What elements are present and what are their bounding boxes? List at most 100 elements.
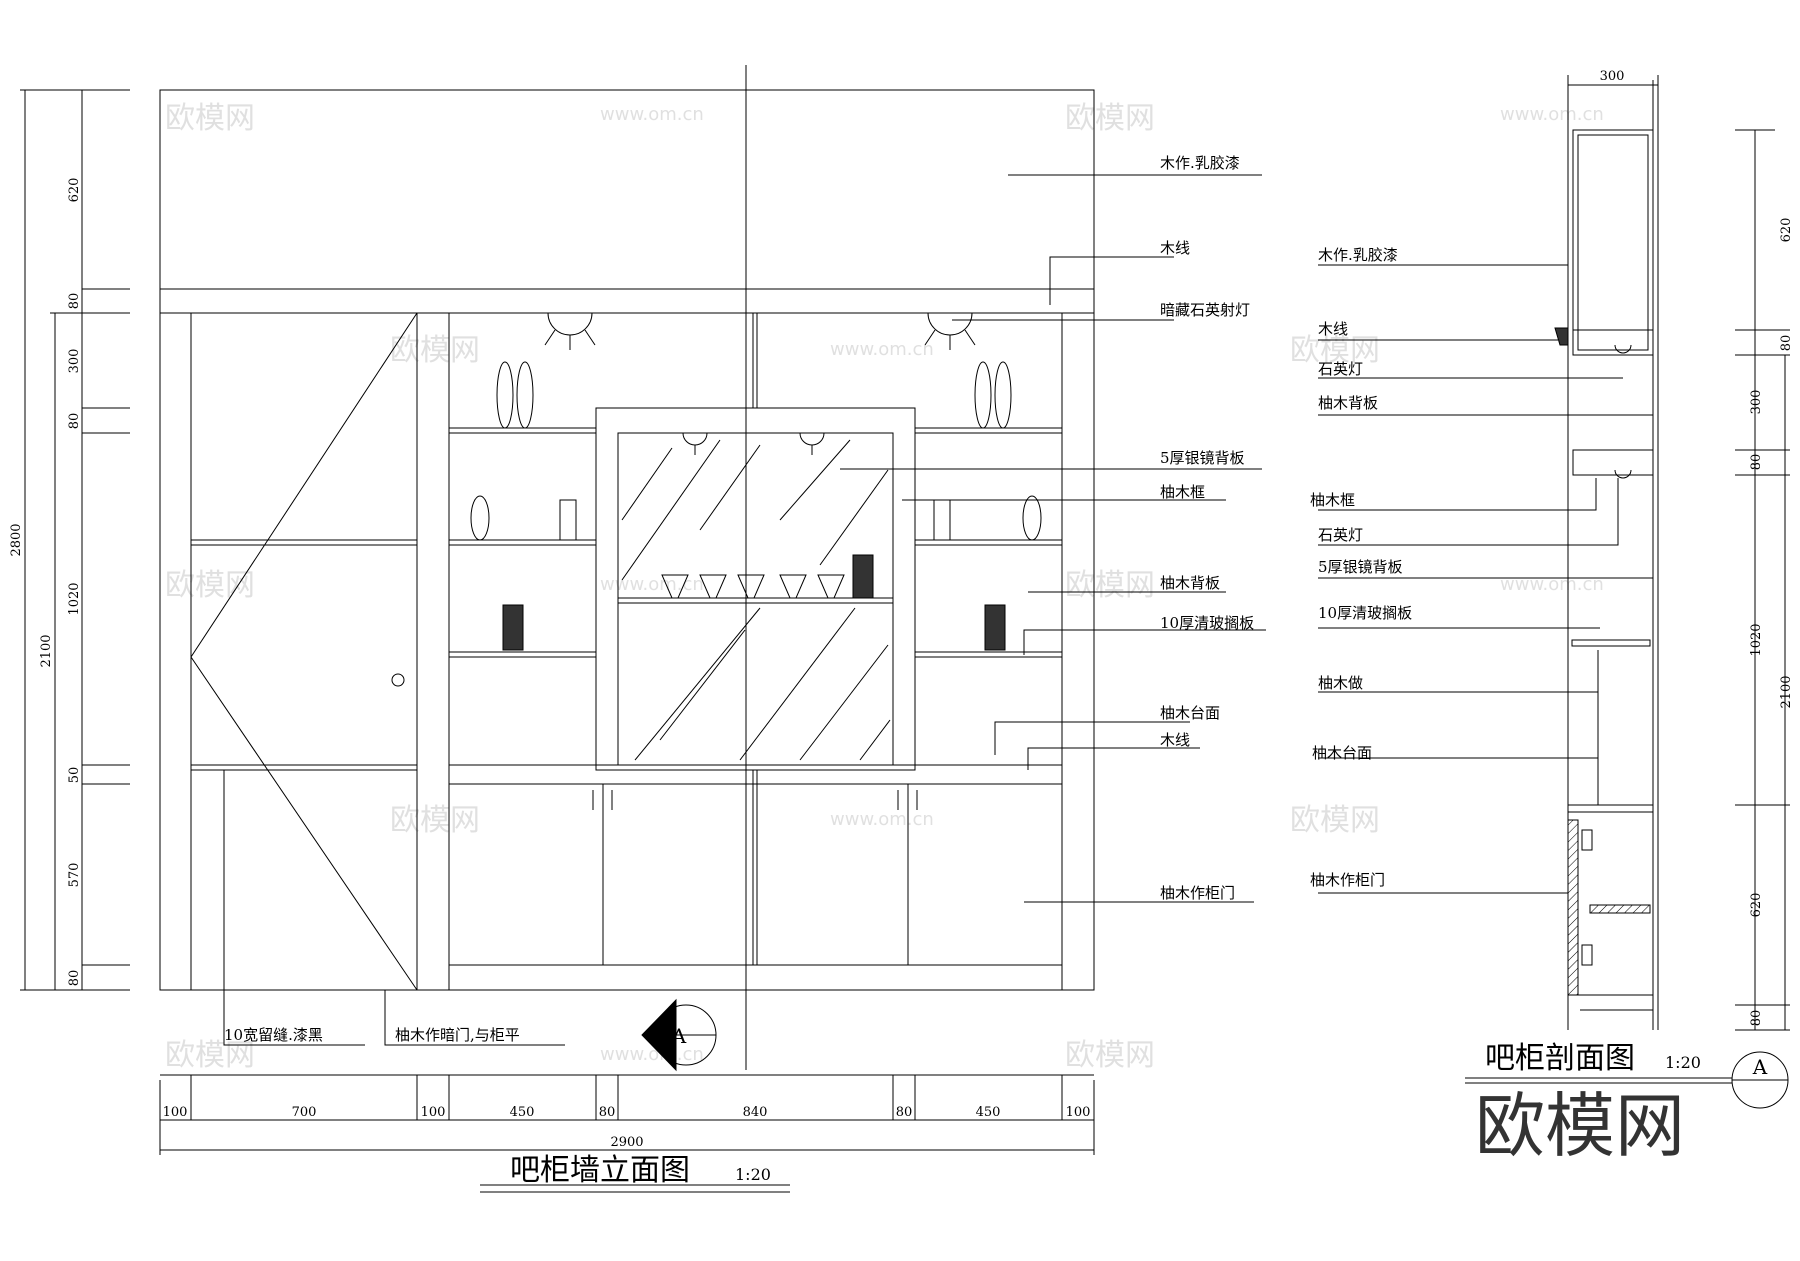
watermark-text: 欧模网	[390, 333, 480, 368]
section-label-teak-counter: 柚木台面	[1312, 744, 1372, 762]
elevation-labels: 木作.乳胶漆 木线 暗藏石英射灯 5厚银镜背板 柚木框 柚木背板 10厚清玻搁板…	[9, 154, 1254, 1188]
section-dim-right-5: 1020	[1749, 623, 1764, 656]
watermark-text: 欧模网	[390, 803, 480, 838]
label-wood-line-top: 木线	[1160, 239, 1190, 257]
section-label-teak-panel: 柚木做	[1318, 674, 1363, 692]
watermark-url: www.om.cn	[1500, 104, 1604, 125]
label-gap: 10宽留缝.漆黑	[224, 1026, 323, 1044]
label-teak-door: 柚木作柜门	[1160, 884, 1235, 902]
section-scale: 1:20	[1665, 1053, 1701, 1072]
watermark-text: 欧模网	[1065, 101, 1155, 136]
section-dim-right-2: 80	[1779, 335, 1794, 352]
spotlight-icon	[683, 433, 707, 455]
glass-icon	[662, 575, 844, 598]
dim-bottom-4: 450	[510, 1105, 535, 1120]
bar-cabinet-section	[1318, 75, 1790, 1108]
vase-icon	[471, 362, 1041, 540]
watermark-url: www.om.cn	[830, 339, 934, 360]
elevation-outline	[160, 90, 1094, 990]
label-teak-frame: 柚木框	[1160, 483, 1205, 501]
dim-left-6: 50	[67, 767, 82, 784]
section-label-wood-line: 木线	[1318, 320, 1348, 338]
section-dim-right-6: 620	[1749, 893, 1764, 918]
label-wood-line-bottom: 木线	[1160, 731, 1190, 749]
leader-lines	[224, 175, 1266, 1045]
mirror-frame-outer	[596, 408, 915, 770]
label-glass-shelf: 10厚清玻搁板	[1160, 614, 1254, 632]
section-dim-right-7: 80	[1749, 1010, 1764, 1027]
left-dimension-lines	[20, 90, 130, 990]
watermark-text: 欧模网	[1290, 333, 1380, 368]
dim-left-2: 80	[67, 293, 82, 310]
label-teak-counter: 柚木台面	[1160, 704, 1220, 722]
spotlight-icon	[800, 433, 824, 455]
cabinet-shelf-section	[1590, 905, 1650, 913]
section-marker-letter: A	[671, 1024, 687, 1048]
mirror-frame-inner	[618, 433, 893, 765]
dim-left-8: 80	[67, 970, 82, 987]
watermark-text: 欧模网	[165, 1038, 255, 1073]
dim-left-outer-sub: 2100	[39, 634, 54, 667]
section-dim-right-1: 620	[1779, 218, 1794, 243]
label-teak-back: 柚木背板	[1160, 574, 1220, 592]
watermark-url: www.om.cn	[1500, 574, 1604, 595]
watermark-text: 欧模网	[1290, 803, 1380, 838]
section-top-dim: 300	[1600, 69, 1625, 84]
dim-left-3: 300	[67, 349, 82, 374]
section-labels: 300 木作.乳胶漆 木线 石英灯 柚木背板 柚木框 石英灯 5厚银镜背板 10…	[1310, 69, 1794, 1079]
section-label-quartz-1: 石英灯	[1318, 360, 1363, 378]
door-knob	[392, 674, 404, 686]
dim-left-1: 620	[67, 178, 82, 203]
watermarks: 欧模网 www.om.cn 欧模网 www.om.cn 欧模网 www.om.c…	[165, 101, 1604, 1073]
label-hidden-quartz: 暗藏石英射灯	[1160, 301, 1250, 319]
statue-icon	[503, 555, 1005, 650]
dim-left-outer-total: 2800	[9, 523, 24, 556]
watermark-text: 欧模网	[1065, 1038, 1155, 1073]
elevation-scale: 1:20	[735, 1165, 771, 1184]
section-title: 吧柜剖面图	[1485, 1041, 1635, 1076]
section-top-box	[1573, 130, 1653, 355]
spotlight-icon	[925, 313, 975, 350]
spotlight-icon	[545, 313, 595, 350]
dim-bottom-8: 450	[976, 1105, 1001, 1120]
section-label-mirror: 5厚银镜背板	[1318, 558, 1403, 576]
watermark-url: www.om.cn	[600, 104, 704, 125]
dim-bottom-3: 100	[421, 1105, 446, 1120]
dim-bottom-9: 100	[1066, 1105, 1091, 1120]
dim-bottom-7: 80	[896, 1105, 913, 1120]
brand-watermark: 欧模网	[1475, 1085, 1685, 1167]
dim-left-5: 1020	[67, 582, 82, 615]
label-mirror: 5厚银镜背板	[1160, 449, 1245, 467]
watermark-text: 欧模网	[165, 101, 255, 136]
watermark-url: www.om.cn	[830, 809, 934, 830]
section-label-teak-frame: 柚木框	[1310, 491, 1355, 509]
cabinet-door-section	[1568, 820, 1578, 995]
section-dim-right-4: 80	[1749, 454, 1764, 471]
dim-bottom-6: 840	[743, 1105, 768, 1120]
watermark-text: 欧模网	[165, 568, 255, 603]
section-label-teak-door: 柚木作柜门	[1310, 871, 1385, 889]
section-title-marker-letter: A	[1752, 1055, 1768, 1079]
dim-left-4: 80	[67, 413, 82, 430]
dim-bottom-5: 80	[599, 1105, 616, 1120]
dim-total-width: 2900	[610, 1135, 643, 1150]
dim-left-7: 570	[67, 863, 82, 888]
section-leader-lines	[1318, 265, 1653, 893]
section-dim-right-outer: 2100	[1779, 675, 1794, 708]
section-dim-right-3: 300	[1749, 390, 1764, 415]
section-label-wood-latex: 木作.乳胶漆	[1318, 246, 1398, 264]
watermark-url: www.om.cn	[600, 1044, 704, 1065]
label-wood-latex: 木作.乳胶漆	[1160, 154, 1240, 172]
quartz-light-icon	[1615, 470, 1631, 478]
bottom-dimension-lines	[160, 1075, 1094, 1155]
door-swing-line	[191, 313, 417, 990]
crown-molding-section	[1555, 328, 1568, 345]
quartz-light-icon	[1615, 345, 1631, 353]
label-hidden-door: 柚木作暗门,与柜平	[395, 1026, 520, 1044]
section-label-quartz-2: 石英灯	[1318, 526, 1363, 544]
dim-bottom-1: 100	[163, 1105, 188, 1120]
section-label-teak-back: 柚木背板	[1318, 394, 1378, 412]
section-marker	[642, 1000, 716, 1070]
section-label-glass-shelf: 10厚清玻搁板	[1318, 604, 1412, 622]
